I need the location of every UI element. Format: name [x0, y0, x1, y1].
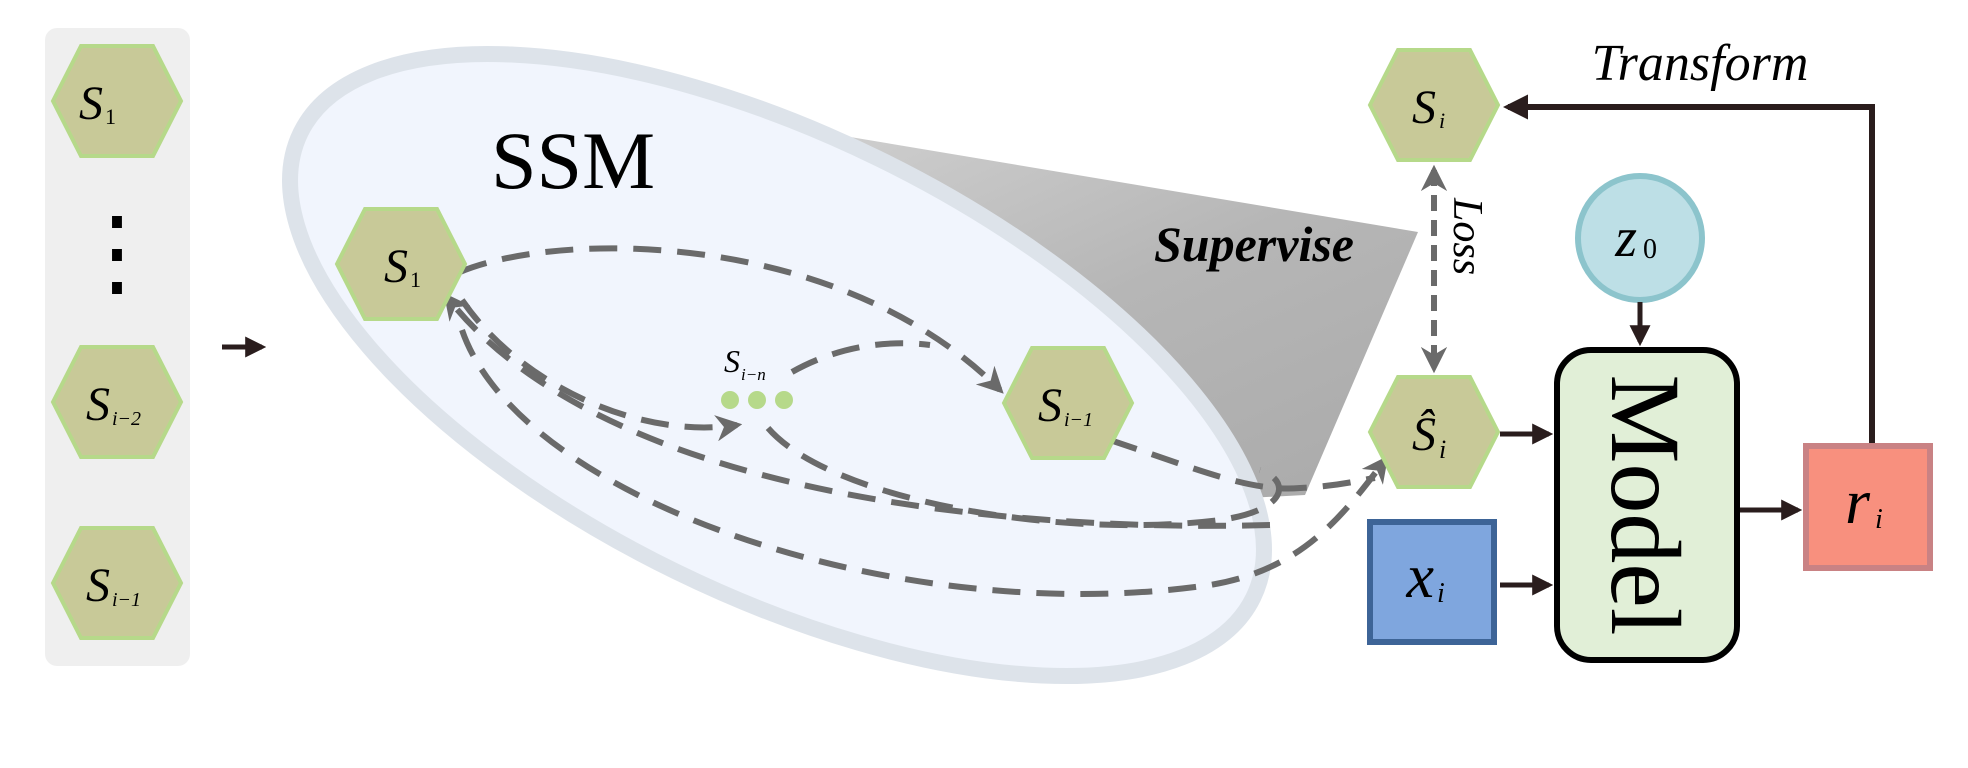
input-node-sub: i: [1437, 578, 1445, 609]
noise-node-base: z: [1614, 207, 1637, 269]
reward-node-base: r: [1845, 466, 1871, 537]
sequence-item-s1: S 1: [50, 44, 184, 158]
ssm-node-s1-sub: 1: [410, 267, 421, 292]
reward-node-sub: i: [1875, 504, 1883, 535]
hexagon-node-icon: [50, 345, 184, 459]
ssm-title: SSM: [491, 115, 655, 206]
hexagon-node-icon: [1001, 346, 1135, 460]
ssm-node-s1: S 1: [334, 207, 468, 321]
dashed-arc-return-to-s1: [443, 292, 1271, 529]
sequence-item-si-2: S i−2: [50, 345, 184, 459]
model-box: [1554, 347, 1740, 663]
predicted-node-base: Ŝ: [1412, 407, 1436, 461]
square-node-icon: [1367, 519, 1497, 645]
dashed-arc-s1-to-si-1: [458, 245, 1004, 394]
sequence-item-si-2-sub: i−2: [112, 408, 141, 430]
sequence-item-si-1-sub: i−1: [112, 589, 141, 611]
circle-node-icon: [1575, 173, 1705, 303]
ssm-node-sin-base: S: [724, 343, 740, 379]
ellipsis-dots-icon: [775, 391, 793, 409]
model-block: Model: [1554, 347, 1740, 663]
noise-node-sub: 0: [1643, 234, 1657, 265]
sequence-item-si-1: S i−1: [50, 526, 184, 640]
hexagon-node-icon: [334, 207, 468, 321]
sequence-item-s1-base: S: [79, 77, 103, 130]
ssm-node-sin: S i−n: [721, 343, 793, 409]
ssm-node-s1-base: S: [384, 240, 408, 293]
sequence-item-s1-sub: 1: [105, 104, 116, 129]
ssm-region: [282, 46, 1272, 684]
dashed-arc-si-1-to-prediction: [1109, 437, 1376, 492]
target-node: S i: [1367, 48, 1501, 162]
transform-label: Transform: [1592, 35, 1809, 92]
transform-arrow: [1502, 94, 1875, 443]
hexagon-node-icon: [1367, 48, 1501, 162]
noise-node: z 0: [1575, 173, 1705, 303]
dashed-arc-outer-to-prediction: [459, 329, 1389, 597]
ssm-node-si-1-sub: i−1: [1064, 409, 1093, 431]
target-node-sub: i: [1439, 108, 1445, 133]
sequence-item-si-1-base: S: [86, 559, 110, 612]
ssm-node-si-1: S i−1: [1001, 346, 1135, 460]
ellipsis-dots-icon: [721, 391, 739, 409]
input-node: x i: [1367, 519, 1497, 645]
reward-node: r i: [1803, 443, 1933, 571]
predicted-node: Ŝ i: [1367, 375, 1501, 489]
ellipsis-dots-icon: [748, 391, 766, 409]
sequence-item-si-2-base: S: [86, 378, 110, 431]
loss-label: Loss: [1444, 197, 1490, 275]
square-node-icon: [1803, 443, 1933, 571]
dashed-arc-s1-to-sin: [459, 298, 743, 442]
target-node-base: S: [1412, 81, 1436, 134]
input-node-base: x: [1405, 543, 1434, 611]
model-label: Model: [1590, 374, 1701, 635]
supervise-label: Supervise: [1154, 216, 1354, 272]
hexagon-node-icon: [1367, 375, 1501, 489]
ssm-node-si-1-base: S: [1038, 379, 1062, 432]
predicted-node-sub: i: [1439, 435, 1446, 464]
hexagon-node-icon: [50, 526, 184, 640]
hexagon-node-icon: [50, 44, 184, 158]
sequence-ellipsis: ⋮: [69, 199, 165, 306]
ssm-node-sin-sub: i−n: [741, 365, 766, 384]
dashed-arc-sin-to-si-1: [790, 340, 931, 375]
